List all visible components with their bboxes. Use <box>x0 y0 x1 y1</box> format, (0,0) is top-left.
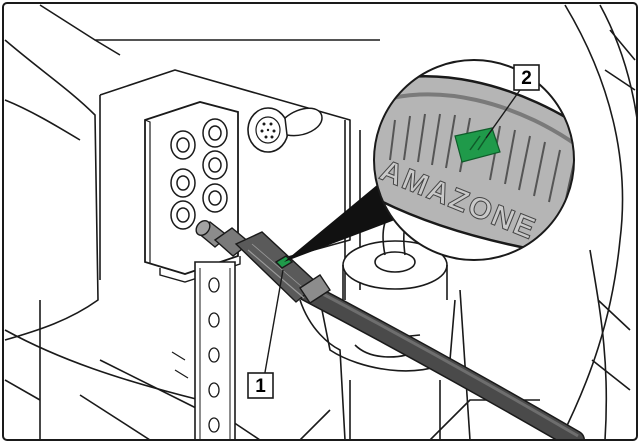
magnifier-pointer <box>284 180 400 262</box>
hydraulic-hose <box>290 278 585 440</box>
callout-1-label: 1 <box>255 376 266 397</box>
callout-1: 1 <box>247 372 274 399</box>
hydraulic-tank <box>299 207 471 440</box>
support-post <box>171 261 236 440</box>
magnifier-icon: AMAZONE <box>373 59 575 261</box>
hydraulic-socket-block-icon <box>144 101 241 283</box>
dust-cap-icon <box>247 107 323 153</box>
callout-1-leader <box>263 269 284 379</box>
callout-2: 2 <box>513 64 540 91</box>
colour-marker-magnified <box>454 127 501 163</box>
callout-2-label: 2 <box>521 68 532 89</box>
